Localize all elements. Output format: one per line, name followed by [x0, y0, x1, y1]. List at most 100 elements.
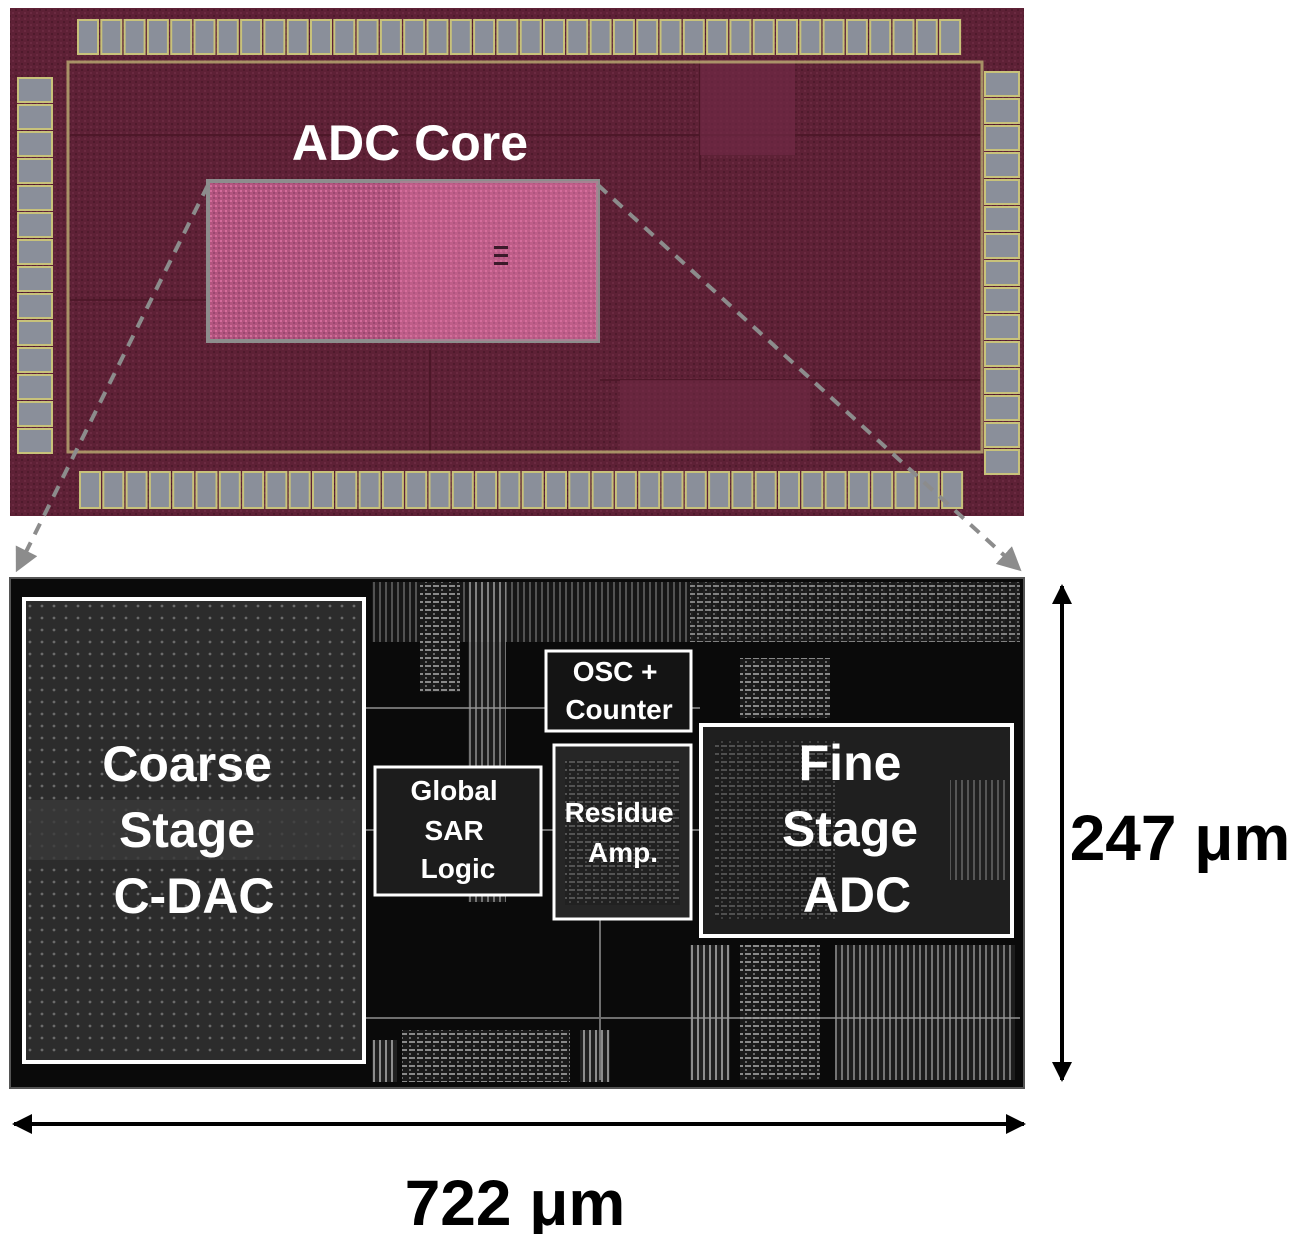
bond-pad — [335, 471, 358, 509]
bond-pad — [193, 19, 216, 55]
bond-pad — [984, 98, 1020, 124]
coarse-dac-block: Coarse Stage C-DAC — [22, 597, 366, 1064]
bond-pad — [17, 212, 53, 238]
bond-pad — [566, 19, 589, 55]
bond-pad — [847, 471, 870, 509]
width-label: 722 μm — [405, 1167, 626, 1234]
residue-amp-label-line1: Residue — [565, 797, 674, 828]
bond-pad — [102, 471, 125, 509]
coarse-dac-label-line2: Stage — [119, 802, 255, 858]
left-pad-column — [17, 77, 53, 454]
bond-pad — [871, 471, 894, 509]
bond-pad — [661, 471, 684, 509]
bond-pad — [984, 152, 1020, 178]
bond-pad — [146, 19, 169, 55]
sar-logic-block: Global SAR Logic — [373, 765, 543, 897]
bond-pad — [915, 19, 938, 55]
zoom-lines — [15, 183, 1022, 573]
bond-pad — [984, 449, 1020, 475]
bond-pad — [939, 19, 962, 55]
bond-pad — [172, 471, 195, 509]
bond-pad — [568, 471, 591, 509]
bond-pad — [984, 287, 1020, 313]
bond-pad — [776, 19, 798, 55]
coarse-dac-label-line3: C-DAC — [113, 868, 274, 924]
residue-amp-block: Residue Amp. — [552, 743, 693, 921]
bond-pad — [123, 19, 146, 55]
bond-pad — [984, 233, 1020, 259]
fine-adc-label-line2: Stage — [782, 801, 918, 857]
bond-pad — [799, 19, 822, 55]
bond-pad — [426, 19, 449, 55]
fine-adc-label-line1: Fine — [799, 735, 902, 791]
bond-pad — [496, 19, 519, 55]
bond-pad — [822, 19, 845, 55]
svg-text:OSC + Counter: OSC + Counter — [565, 656, 672, 725]
top-pad-row — [77, 19, 962, 55]
bond-pad — [403, 19, 426, 55]
bond-pad — [310, 19, 332, 55]
bond-pad — [265, 471, 288, 509]
adc-core-region — [206, 179, 600, 343]
bond-pad — [894, 471, 917, 509]
bond-pad — [405, 471, 428, 509]
bond-pad — [984, 314, 1020, 340]
bond-pad — [824, 471, 847, 509]
bond-pad — [892, 19, 915, 55]
bond-pad — [682, 19, 705, 55]
bond-pad — [638, 471, 661, 509]
bond-pad — [708, 471, 731, 509]
osc-counter-label-line1: OSC + — [573, 656, 658, 687]
bond-pad — [17, 374, 53, 400]
bond-pad — [941, 471, 964, 509]
bond-pad — [100, 19, 123, 55]
bond-pad — [195, 471, 218, 509]
bond-pad — [17, 293, 53, 319]
bond-pad — [684, 471, 707, 509]
bond-pad — [984, 125, 1020, 151]
sar-logic-label-line2: SAR — [425, 815, 484, 846]
bond-pad — [801, 471, 824, 509]
bond-pad — [17, 428, 53, 454]
bond-pad — [754, 471, 777, 509]
bond-pad — [17, 401, 53, 427]
bond-pad — [731, 471, 754, 509]
bond-pad — [379, 19, 402, 55]
bond-pad — [543, 19, 565, 55]
bond-pad — [263, 19, 286, 55]
bond-pad — [519, 19, 542, 55]
bond-pad — [845, 19, 868, 55]
bond-pad — [17, 320, 53, 346]
layout-routing — [365, 582, 1020, 1082]
bond-pad — [218, 471, 241, 509]
bond-pad — [356, 19, 379, 55]
bond-pad — [148, 471, 171, 509]
bond-pad — [984, 395, 1020, 421]
bond-pad — [77, 19, 99, 55]
bond-pad — [521, 471, 544, 509]
width-dimension: 722 μm — [12, 1114, 1026, 1234]
bond-pad — [125, 471, 148, 509]
bond-pad — [17, 185, 53, 211]
svg-text:Coarse Stage C: Coarse Stage C-DAC — [102, 736, 285, 924]
bond-pad — [333, 19, 356, 55]
fine-adc-label-line3: ADC — [803, 867, 911, 923]
bond-pad — [216, 19, 239, 55]
bond-pad — [612, 19, 635, 55]
bond-pad — [451, 471, 474, 509]
bond-pad — [381, 471, 404, 509]
bond-pad — [242, 471, 265, 509]
bond-pad — [17, 131, 53, 157]
height-label: 247 μm — [1070, 802, 1290, 874]
bond-pad — [498, 471, 521, 509]
bond-pad — [312, 471, 334, 509]
bond-pad — [659, 19, 682, 55]
bond-pad — [17, 347, 53, 373]
sar-logic-label-line1: Global — [411, 775, 498, 806]
svg-text:Global SAR Log: Global SAR Logic — [411, 775, 506, 884]
bond-pad — [984, 71, 1020, 97]
residue-amp-label-line2: Amp. — [588, 837, 658, 868]
sar-logic-label-line3: Logic — [421, 853, 496, 884]
bond-pad — [636, 19, 659, 55]
